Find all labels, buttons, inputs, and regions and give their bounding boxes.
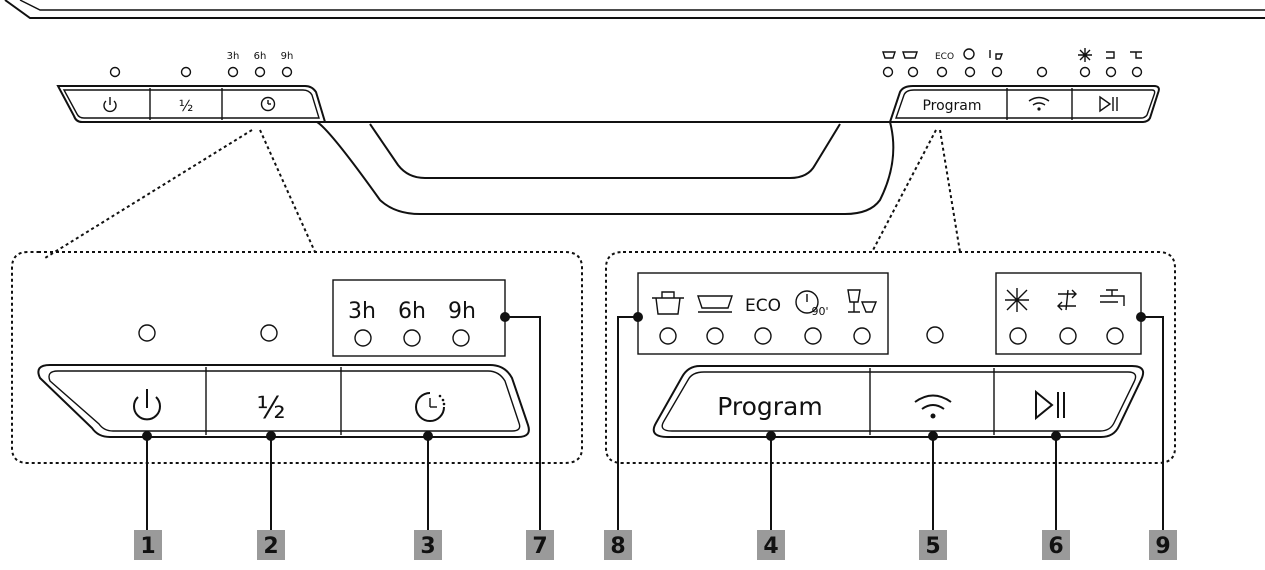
led-wifi (926, 326, 944, 344)
callout-label: 7 (532, 534, 547, 559)
top-led-9h (281, 66, 293, 78)
top-eco-label: ECO (935, 52, 954, 62)
led-normal (706, 327, 724, 345)
callout-lines (142, 312, 1164, 530)
wifi-icon (914, 394, 952, 403)
power-icon (133, 396, 161, 421)
power-icon (103, 100, 117, 113)
delay-6h-label: 6h (398, 299, 426, 324)
left-detail-panel: 3h 6h 9h ½ (11, 251, 583, 464)
callout-9: 9 (1149, 530, 1177, 560)
zoom-line-right-b (939, 129, 961, 253)
rinse-aid-icon (1078, 48, 1092, 62)
top-program-button[interactable]: Program (922, 98, 981, 114)
top-start-pause-button[interactable] (1099, 95, 1118, 113)
callout-4: 4 (757, 530, 785, 560)
salt-icon (1057, 289, 1077, 311)
start-pause-button[interactable] (1035, 389, 1065, 421)
callout-label: 9 (1155, 534, 1170, 559)
intensive-pot-icon (652, 291, 684, 315)
callout-7: 7 (526, 530, 554, 560)
zoom-line-left-b (259, 129, 316, 253)
clock-icon (415, 392, 445, 422)
half-load-button[interactable]: ½ (256, 391, 285, 426)
appliance-top-edge (4, 0, 1265, 19)
quick-90-label: 90' (811, 305, 828, 318)
status-indicator-box (995, 272, 1142, 355)
led-water-tap (1106, 327, 1124, 345)
power-button[interactable] (133, 389, 161, 421)
program-indicator-box: ECO 90' (637, 272, 889, 355)
glass-program-icon (847, 289, 878, 313)
callout-label: 6 (1048, 534, 1063, 559)
program-button-label: Program (717, 392, 822, 421)
top-delay-button[interactable] (260, 96, 276, 112)
led-power (138, 324, 156, 342)
water-tap-icon (1100, 289, 1125, 306)
tap-icon (1130, 51, 1142, 59)
delay-9h-label: 9h (448, 299, 476, 324)
quick-90-icon: 90' (795, 290, 829, 318)
play-pause-icon (1099, 95, 1112, 113)
half-load-label: ½ (256, 391, 285, 426)
led-delay-9h (452, 329, 470, 347)
led-quick (804, 327, 822, 345)
callout-3: 3 (414, 530, 442, 560)
top-led-3h (227, 66, 239, 78)
delay-start-button[interactable] (415, 392, 446, 422)
callout-label: 3 (420, 534, 435, 559)
clock-icon (260, 96, 276, 112)
zoom-line-right-a (871, 129, 937, 253)
top-delay-9h-label: 9h (281, 51, 294, 62)
led-eco (754, 327, 772, 345)
led-rinse-aid (1009, 327, 1027, 345)
salt-icon (1106, 51, 1115, 59)
delay-3h-label: 3h (348, 299, 376, 324)
callout-6: 6 (1042, 530, 1070, 560)
rinse-aid-icon (1005, 288, 1029, 312)
top-half-load-button[interactable]: ½ (179, 97, 194, 115)
callout-8: 8 (604, 530, 632, 560)
top-led-power (109, 66, 121, 78)
led-intensive (659, 327, 677, 345)
callout-label: 5 (925, 534, 940, 559)
right-detail-panel: ECO 90' (605, 251, 1176, 464)
top-left-control-panel: 3h 6h 9h ½ (56, 51, 327, 123)
door-handle-recess (316, 121, 895, 215)
pot-icon (882, 51, 896, 59)
play-pause-icon (1035, 389, 1054, 421)
zoom-line-left-a (44, 129, 253, 259)
top-led-half (180, 66, 192, 78)
top-delay-6h-label: 6h (254, 51, 267, 62)
program-button[interactable]: Program (717, 392, 822, 421)
wifi-icon (1028, 96, 1050, 102)
top-program-icons: ECO (882, 48, 1142, 62)
top-wifi-button[interactable] (1028, 96, 1050, 111)
led-delay-6h (403, 329, 421, 347)
callout-label: 8 (610, 534, 625, 559)
led-delay-3h (354, 329, 372, 347)
top-half-label: ½ (179, 97, 194, 115)
normal-bowl-icon (697, 295, 733, 313)
callout-5: 5 (919, 530, 947, 560)
bowl-icon (902, 51, 918, 59)
top-right-control-panel: ECO Program (882, 48, 1160, 123)
top-power-button[interactable] (103, 97, 117, 113)
top-program-label: Program (922, 98, 981, 114)
top-led-6h (254, 66, 266, 78)
led-half-load (260, 324, 278, 342)
glass-icon (989, 50, 1004, 60)
delay-indicator-box: 3h 6h 9h (332, 279, 506, 357)
eco-program-label: ECO (745, 296, 781, 316)
callout-label: 1 (140, 534, 155, 559)
led-glass (853, 327, 871, 345)
quick-icon (963, 48, 975, 60)
callout-label: 4 (763, 534, 778, 559)
wifi-button[interactable] (914, 394, 952, 419)
top-delay-3h-label: 3h (227, 51, 240, 62)
callout-1: 1 (134, 530, 162, 560)
callout-2: 2 (257, 530, 285, 560)
led-salt (1059, 327, 1077, 345)
callout-label: 2 (263, 534, 278, 559)
